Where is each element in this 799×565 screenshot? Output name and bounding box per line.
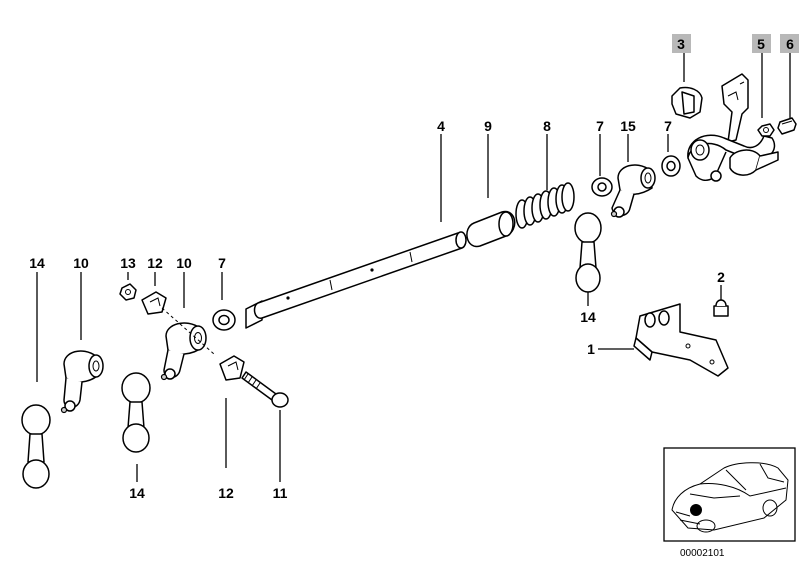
callout-6-highlight bbox=[780, 34, 799, 53]
callout-12-upper: 12 bbox=[147, 255, 163, 271]
part-7-washer-b bbox=[661, 155, 681, 177]
car-outline-icon bbox=[671, 462, 789, 533]
callout-13: 13 bbox=[120, 255, 136, 271]
part-11-bolt bbox=[241, 371, 289, 408]
part-3-clip bbox=[671, 86, 703, 119]
callout-3: 3 bbox=[677, 36, 685, 52]
part-14-link-rod-middle bbox=[121, 372, 151, 453]
location-marker-icon bbox=[690, 504, 702, 516]
part-14-link-rod-left bbox=[21, 404, 51, 489]
callout-2: 2 bbox=[717, 269, 725, 285]
callout-labels: 3 5 6 4 9 8 7 15 7 14 10 13 12 10 7 2 14… bbox=[29, 34, 799, 501]
part-8-spring bbox=[515, 182, 575, 229]
callout-9: 9 bbox=[484, 118, 492, 134]
part-2-nut bbox=[713, 299, 729, 317]
callout-7-upper-b: 7 bbox=[664, 118, 672, 134]
callout-10-left: 10 bbox=[73, 255, 89, 271]
callout-1: 1 bbox=[587, 341, 595, 357]
part-1-bracket bbox=[633, 303, 729, 377]
part-10-shift-finger-left bbox=[60, 350, 104, 414]
part-9-sleeve bbox=[466, 210, 516, 248]
part-10-shift-finger-right bbox=[160, 322, 207, 381]
part-5-nut bbox=[757, 123, 775, 137]
part-7-washer-a bbox=[591, 177, 613, 197]
callout-5-highlight bbox=[752, 34, 771, 53]
part-6-screw bbox=[777, 117, 797, 135]
part-7-washer-c bbox=[212, 309, 236, 331]
callout-10-right: 10 bbox=[176, 255, 192, 271]
part-15-shift-finger bbox=[610, 164, 656, 218]
callout-11: 11 bbox=[273, 485, 288, 501]
selector-lever-assembly bbox=[687, 73, 779, 182]
part-4-selector-shaft bbox=[245, 231, 467, 329]
leader-lines bbox=[36, 52, 791, 482]
callout-12-lower: 12 bbox=[218, 485, 234, 501]
callout-7-left: 7 bbox=[218, 255, 226, 271]
part-14-link-rod-right bbox=[574, 212, 602, 293]
part-12-clamp-upper bbox=[141, 291, 167, 315]
part-13-nut bbox=[119, 283, 137, 301]
callout-8: 8 bbox=[543, 118, 551, 134]
callout-3-highlight bbox=[672, 34, 691, 53]
callout-5: 5 bbox=[757, 36, 765, 52]
callout-4: 4 bbox=[437, 118, 445, 134]
part-12-clamp-lower bbox=[219, 355, 245, 381]
callout-14-left: 14 bbox=[29, 255, 45, 271]
callout-14-middle: 14 bbox=[129, 485, 145, 501]
diagram-reference-number: 00002101 bbox=[680, 548, 725, 559]
callout-15: 15 bbox=[620, 118, 636, 134]
callout-14-right: 14 bbox=[580, 309, 596, 325]
callout-6: 6 bbox=[786, 36, 794, 52]
callout-7-upper-a: 7 bbox=[596, 118, 604, 134]
car-locator-inset bbox=[663, 447, 796, 542]
